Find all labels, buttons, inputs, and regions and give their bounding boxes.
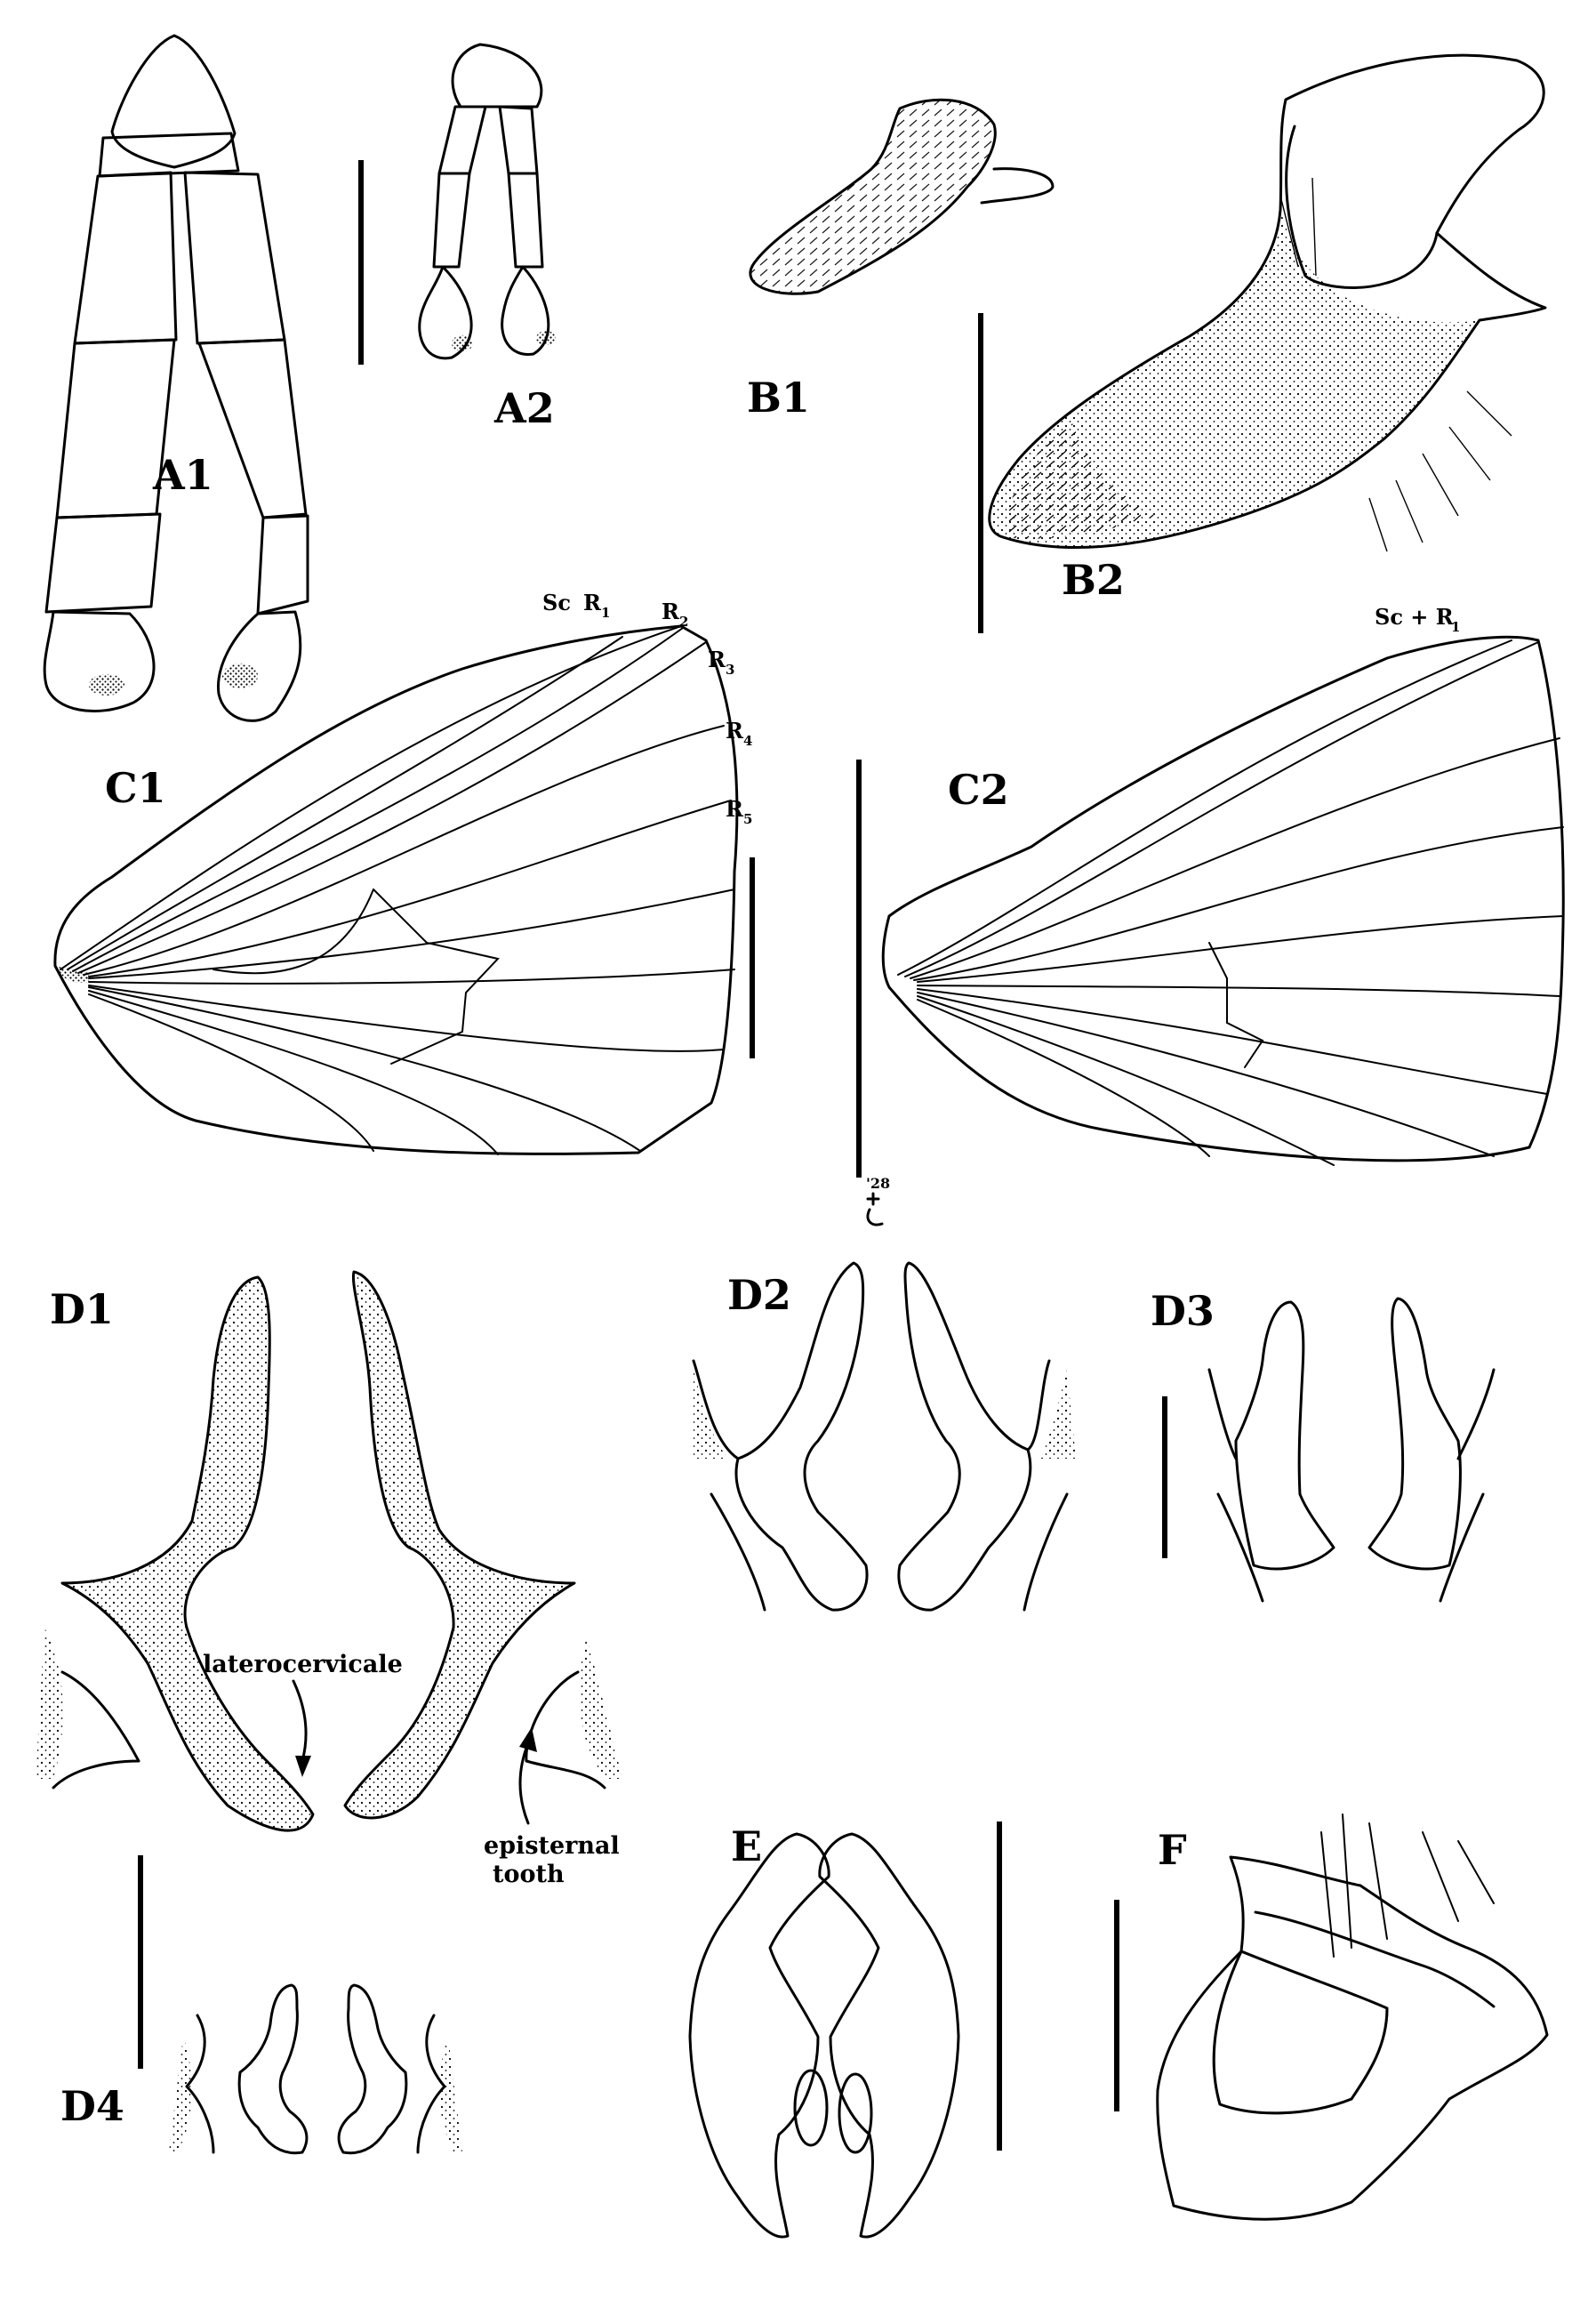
panel-e-drawing	[688, 1832, 960, 2239]
panel-label-c1: C1	[105, 764, 166, 812]
panel-label-c2: C2	[948, 766, 1009, 814]
vein-label-r1-sub: 1	[601, 605, 610, 621]
panel-f-drawing	[1156, 1813, 1549, 2221]
panel-label-b1: B1	[747, 374, 810, 422]
vein-labels-c1: Sc R 1 R 2 R 3 R 4 R 5	[542, 590, 752, 827]
vein-label-r3-sub: 3	[726, 662, 734, 678]
arrow-episternal	[518, 1741, 530, 1825]
panel-d2-drawing	[692, 1261, 1076, 1612]
vein-label-sc-r1: Sc + R	[1375, 604, 1455, 630]
vein-label-r5: R	[726, 796, 744, 822]
panel-a2-drawing	[418, 43, 556, 360]
vein-label-r3: R	[708, 647, 726, 672]
panel-c2-wing	[881, 635, 1565, 1166]
arrow-laterocervicale	[292, 1679, 308, 1763]
panel-d1-drawing	[36, 1270, 622, 1832]
vein-label-r4-sub: 4	[743, 733, 752, 749]
artist-monogram: '28	[866, 1175, 890, 1226]
panel-b2-drawing	[988, 53, 1547, 552]
annotation-tooth: tooth	[493, 1861, 565, 1888]
panel-label-a1: A1	[152, 451, 213, 499]
annotation-laterocervicale: laterocervicale	[203, 1651, 403, 1678]
panel-label-e: E	[731, 1822, 762, 1870]
panel-a1-drawing	[43, 34, 309, 722]
panel-label-f: F	[1158, 1826, 1187, 1874]
vein-label-r2-sub: 2	[679, 614, 688, 630]
vein-label-r1: R	[583, 590, 602, 615]
panel-d3-drawing	[1207, 1297, 1496, 1603]
panel-c1-wing	[53, 624, 739, 1155]
panel-label-d1: D1	[50, 1285, 114, 1333]
panel-label-a2: A2	[493, 384, 555, 432]
arrowhead-laterocervicale	[295, 1756, 311, 1777]
panel-label-b2: B2	[1062, 556, 1125, 604]
vein-label-r4: R	[726, 718, 744, 744]
annotation-episternal: episternal	[484, 1832, 620, 1860]
vein-label-r2: R	[662, 599, 680, 624]
vein-label-sc: Sc	[542, 590, 571, 615]
vein-label-r5-sub: 5	[743, 811, 752, 827]
vein-label-sc-r1-sub: 1	[1451, 619, 1460, 635]
panel-label-d3: D3	[1151, 1287, 1215, 1335]
artist-year: '28	[866, 1175, 890, 1192]
panel-d4-drawing	[169, 1983, 462, 2155]
arrowhead-episternal	[519, 1727, 537, 1752]
panel-label-d4: D4	[60, 2082, 124, 2130]
panel-b1-drawing	[749, 98, 1055, 295]
panel-label-d2: D2	[727, 1271, 791, 1319]
